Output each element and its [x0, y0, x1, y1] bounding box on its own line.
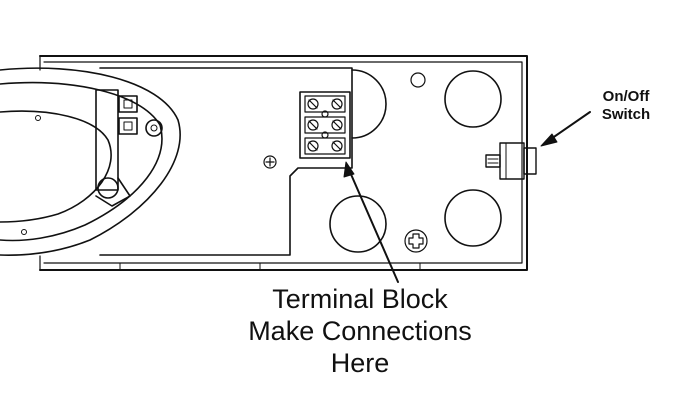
terminal-label-line-2: Make Connections	[248, 316, 472, 346]
gas-valve	[0, 67, 181, 256]
housing	[39, 55, 528, 271]
switch-arrowhead	[540, 133, 558, 147]
callout-arrows	[343, 111, 591, 283]
on-off-switch	[485, 142, 537, 180]
terminal-block-label: Terminal Block Make Connections Here	[190, 283, 530, 379]
switch-label-line-2: Switch	[601, 106, 651, 123]
terminal-arrowhead	[343, 161, 355, 178]
switch-label-line-1: On/Off	[602, 88, 650, 105]
terminal-block	[299, 91, 351, 159]
terminal-label-line-3: Here	[330, 348, 390, 378]
terminal-label-line-1: Terminal Block	[272, 284, 448, 314]
mounting-screws	[263, 155, 428, 253]
on-off-switch-label: On/Off Switch	[578, 88, 674, 124]
switch-leader-line	[547, 111, 591, 142]
knockout-holes	[329, 69, 502, 253]
terminal-leader-line	[349, 171, 399, 283]
